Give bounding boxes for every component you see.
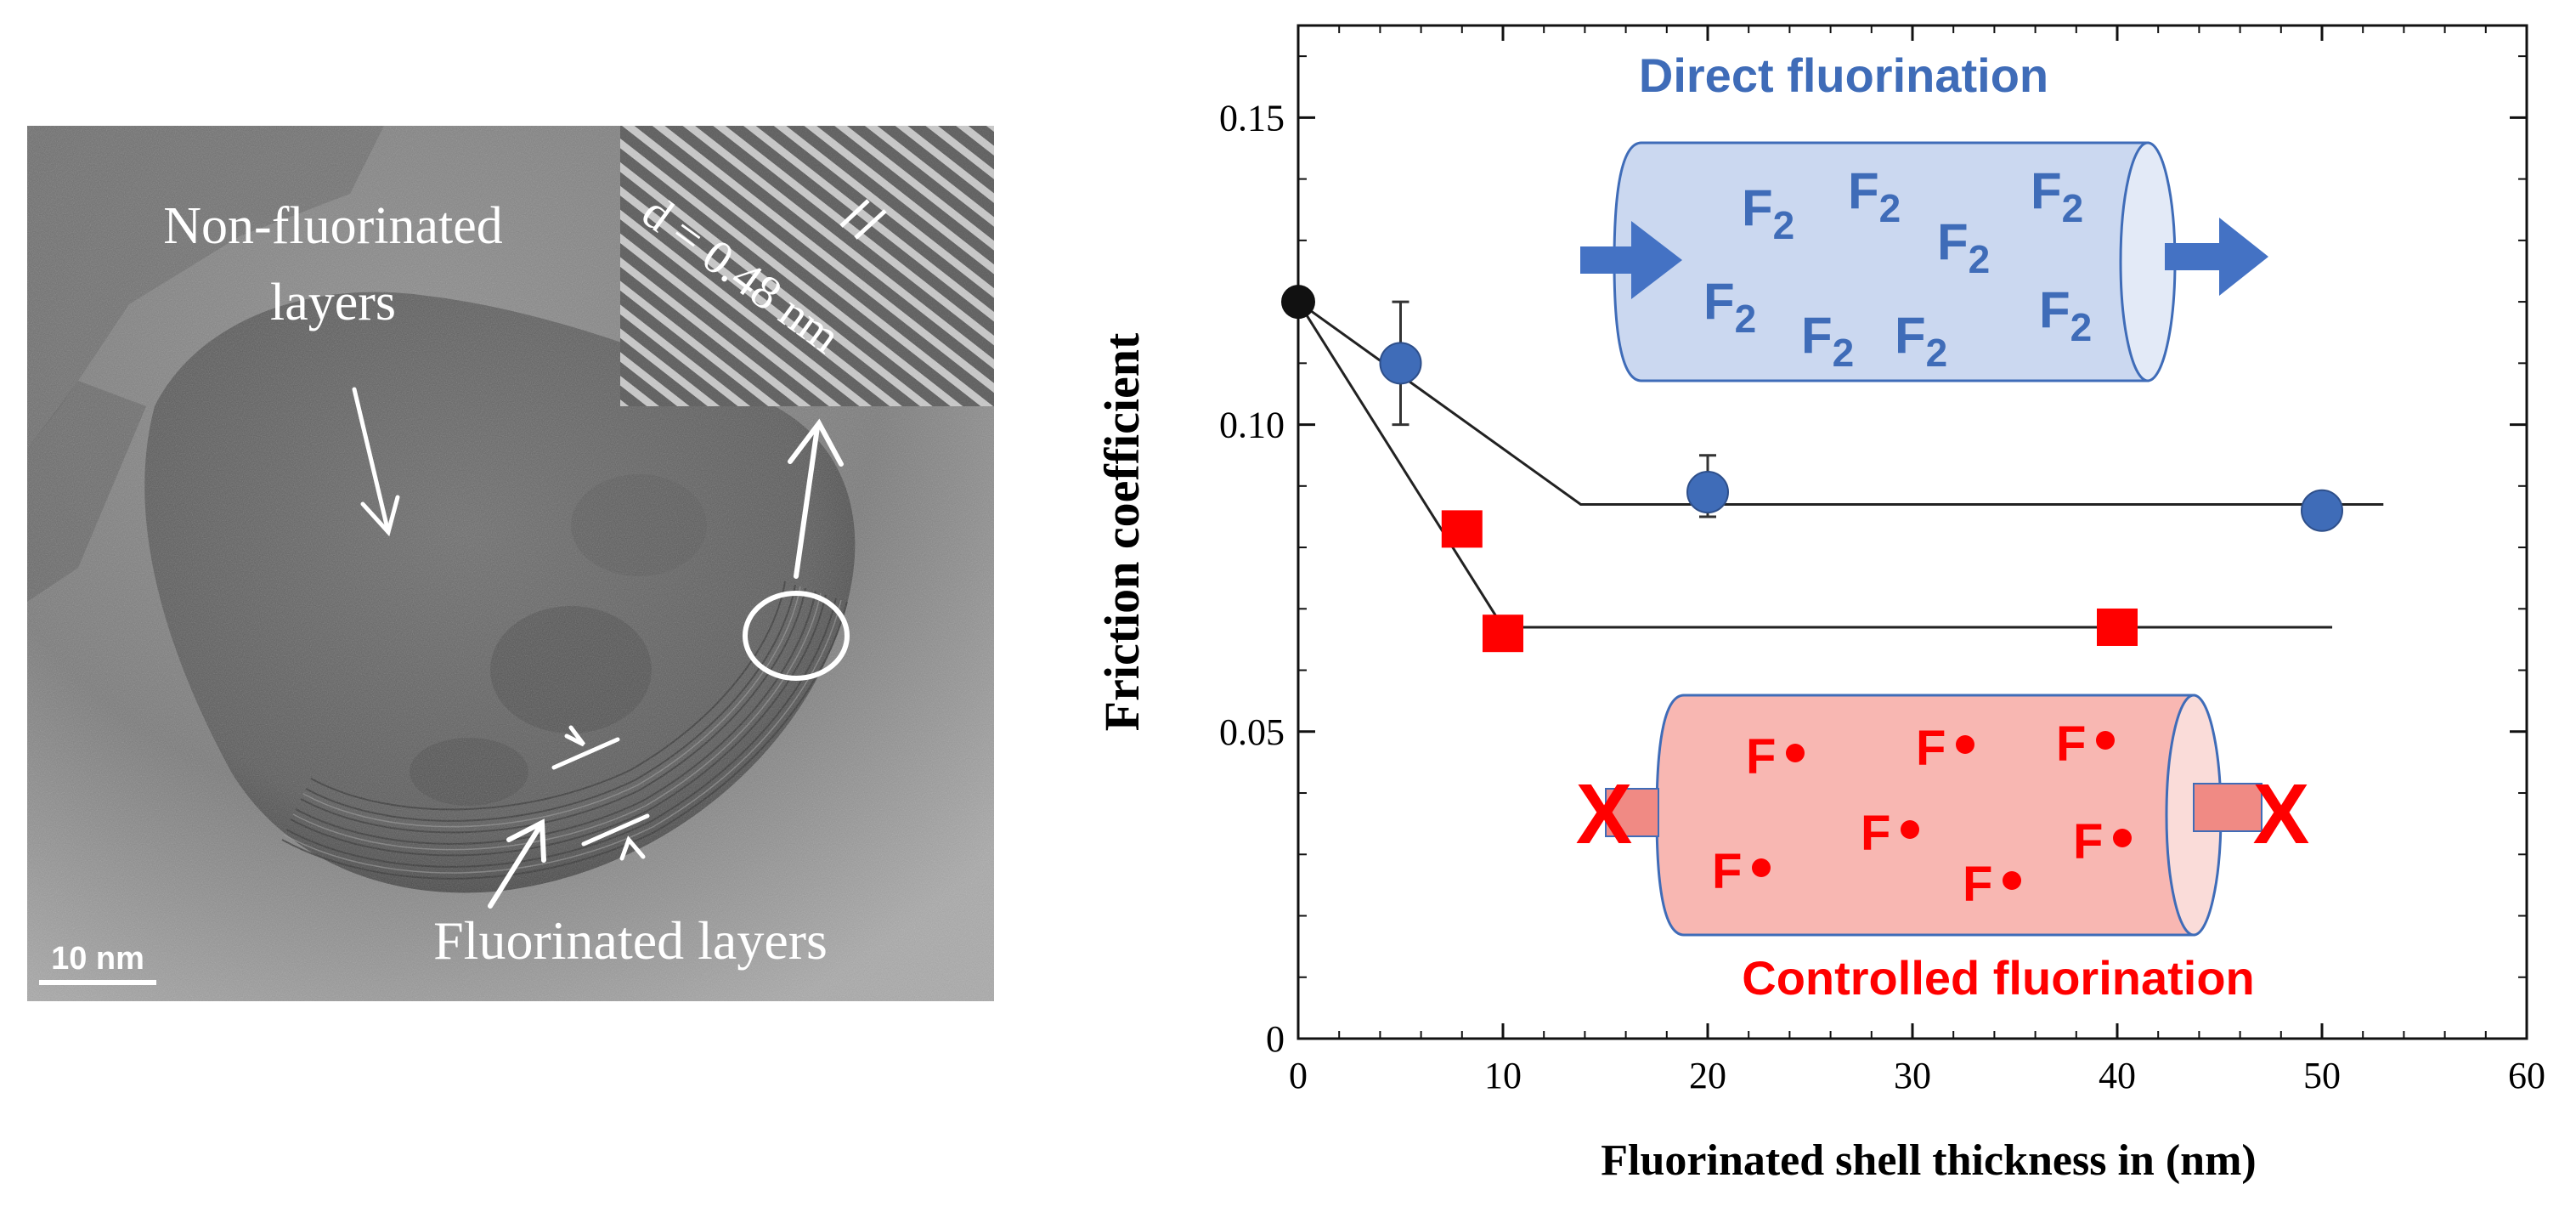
- blocked-inlet-x-icon: X: [1576, 767, 1633, 862]
- f2-molecule-label: F2: [1848, 162, 1901, 230]
- x-tick-label: 0: [1289, 1055, 1308, 1096]
- radical-dot-icon: [1956, 735, 1974, 754]
- x-axis: 0 10 20 30 40 50 60: [1289, 25, 2545, 1096]
- x-tick-label: 60: [2508, 1055, 2545, 1096]
- data-point-circle: [1379, 342, 1422, 385]
- f-radical-label: F: [1712, 844, 1742, 899]
- x-tick-label: 50: [2303, 1055, 2341, 1096]
- f-radical-label: F: [1916, 721, 1946, 776]
- y-axis: 0 0.05 0.10 0.15: [1219, 55, 2527, 1060]
- data-point-square: [1483, 614, 1523, 653]
- data-point-square: [1441, 510, 1483, 548]
- controlled-fluorination-title: Controlled fluorination: [1742, 951, 2254, 1005]
- x-tick-label: 20: [1689, 1055, 1726, 1096]
- direct-fluorination-title: Direct fluorination: [1639, 48, 2048, 102]
- inset-pointer-arrow: [788, 418, 844, 579]
- f2-molecule-label: F2: [1742, 179, 1794, 247]
- f-radical-label: F: [1963, 857, 1992, 912]
- f2-molecule-label: F2: [1895, 307, 1947, 375]
- friction-chart: 0 10 20 30 40 50 60 0 0.05 0.10 0.15 Fluorinated …: [1094, 24, 2545, 1185]
- fringe-region-circle: [743, 591, 850, 681]
- direct-cylinder-body: [1613, 141, 2149, 382]
- f-radical-label: F: [1861, 806, 1890, 861]
- data-points: [1281, 285, 2343, 653]
- hrtem-inset: [620, 126, 994, 406]
- data-point-circle: [2301, 489, 2343, 532]
- radical-dot-icon: [2096, 731, 2115, 750]
- f-radical-label: F: [2056, 716, 2086, 772]
- inlet-arrow-icon: [1580, 221, 1682, 299]
- y-tick-label: 0: [1266, 1018, 1285, 1060]
- f2-molecule-label: F2: [1801, 307, 1854, 375]
- outlet-arrow-icon: [2165, 218, 2268, 296]
- scale-bar: 10 nm: [39, 941, 156, 985]
- data-point-circle: [1281, 285, 1315, 320]
- scale-bar-label: 10 nm: [51, 941, 144, 977]
- y-tick-label: 0.10: [1219, 405, 1285, 446]
- f2-molecule-label: F2: [2031, 162, 2083, 230]
- non-fluorinated-arrow: [352, 387, 400, 537]
- radical-dot-icon: [1752, 858, 1771, 877]
- f-radical-label: F: [2073, 814, 2103, 869]
- x-tick-label: 30: [1894, 1055, 1931, 1096]
- fluorinated-arrow: [488, 818, 546, 909]
- f-radical-label: F: [1746, 729, 1776, 784]
- radical-dot-icon: [2113, 829, 2132, 847]
- blocked-outlet-icon: [2193, 783, 2262, 832]
- non-fluorinated-label-line2: layers: [270, 274, 396, 331]
- data-point-square: [2097, 608, 2138, 646]
- blocked-outlet-x-icon: X: [2253, 767, 2310, 862]
- blocked-inlet-icon: [1605, 788, 1659, 837]
- shell-thickness-markers: [551, 725, 650, 861]
- radical-dot-icon: [2003, 871, 2021, 890]
- f2-molecule-label: F2: [1703, 273, 1756, 341]
- x-tick-label: 40: [2099, 1055, 2136, 1096]
- radical-dot-icon: [1786, 744, 1805, 762]
- non-fluorinated-label: Non-fluorinated: [163, 197, 502, 255]
- radical-dot-icon: [1901, 820, 1919, 839]
- tem-micrograph: d = 0.48 nm Non-fluorinated layers Fluor…: [27, 126, 994, 1001]
- x-axis-label: Fluorinated shell thickness in (nm): [1601, 1136, 2256, 1185]
- y-axis-label: Friction coefficient: [1094, 332, 1150, 731]
- fluorinated-label: Fluorinated layers: [433, 910, 828, 971]
- y-tick-label: 0.15: [1219, 97, 1285, 139]
- data-point-circle: [1686, 471, 1729, 514]
- y-tick-label: 0.05: [1219, 711, 1285, 753]
- f2-molecule-label: F2: [1937, 213, 1990, 281]
- f2-molecule-label: F2: [2039, 281, 2092, 349]
- x-tick-label: 10: [1484, 1055, 1522, 1096]
